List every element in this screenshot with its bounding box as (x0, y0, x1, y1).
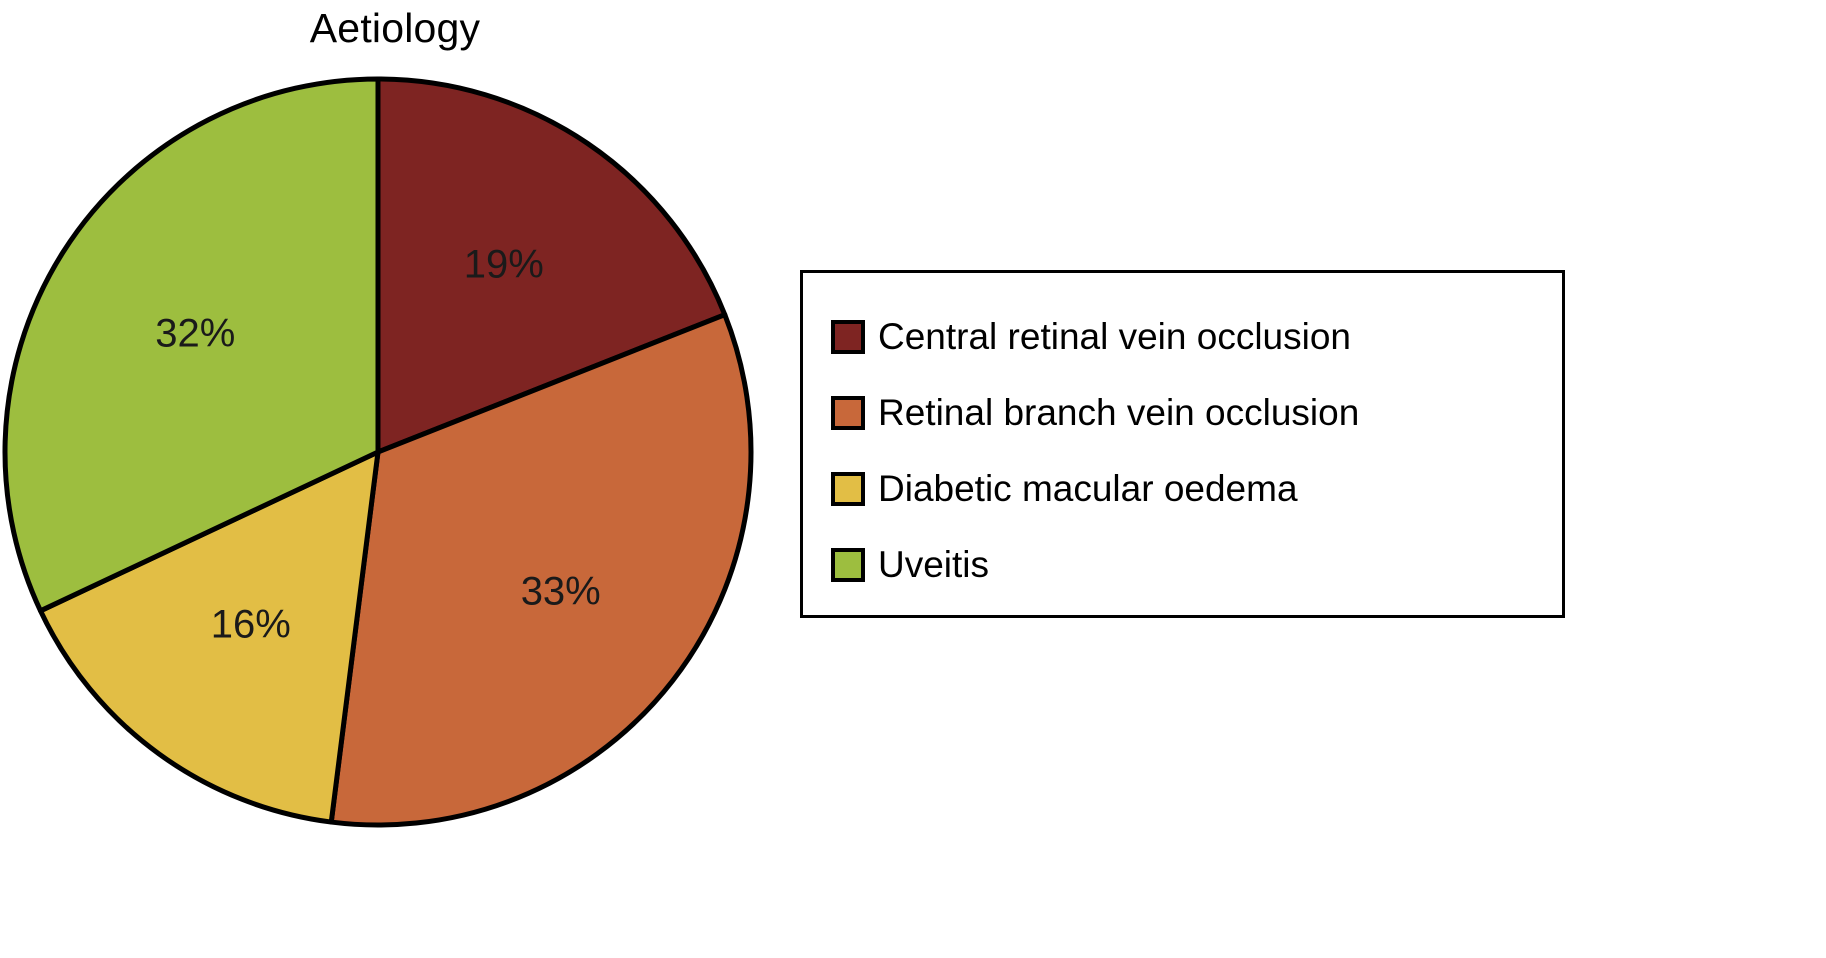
pie-slice-value-label: 16% (211, 603, 291, 647)
legend-color-swatch (831, 472, 865, 506)
legend-color-swatch (831, 548, 865, 582)
pie-slice-value-label: 19% (464, 242, 544, 286)
legend-item[interactable]: Central retinal vein occlusion (831, 299, 1552, 375)
pie-slice[interactable] (375, 76, 728, 455)
pie-chart-area: 19% 33% 16% 32% (0, 72, 760, 832)
pie-slice-value-label: 33% (521, 569, 601, 613)
pie-slice-value-label: 32% (155, 312, 235, 356)
legend-item[interactable]: Uveitis (831, 527, 1552, 603)
page-title: Aetiology (309, 5, 481, 51)
pie-slice[interactable] (37, 449, 381, 825)
pie-slice[interactable] (2, 76, 381, 614)
pie-slice[interactable] (328, 312, 754, 828)
pie-slices (2, 76, 754, 828)
legend-item-label: Retinal branch vein occlusion (878, 392, 1360, 433)
pie-slice-labels: 19% 33% 16% 32% (155, 242, 600, 646)
pie-svg: 19% 33% 16% 32% (2, 76, 754, 828)
legend-item[interactable]: Diabetic macular oedema (831, 451, 1552, 527)
legend-item-label: Uveitis (878, 544, 990, 585)
legend-item[interactable]: Retinal branch vein occlusion (831, 375, 1552, 451)
legend-color-swatch (831, 396, 865, 430)
legend-item-label: Central retinal vein occlusion (878, 316, 1352, 357)
legend-item-label: Diabetic macular oedema (878, 468, 1298, 509)
legend-color-swatch (831, 320, 865, 354)
